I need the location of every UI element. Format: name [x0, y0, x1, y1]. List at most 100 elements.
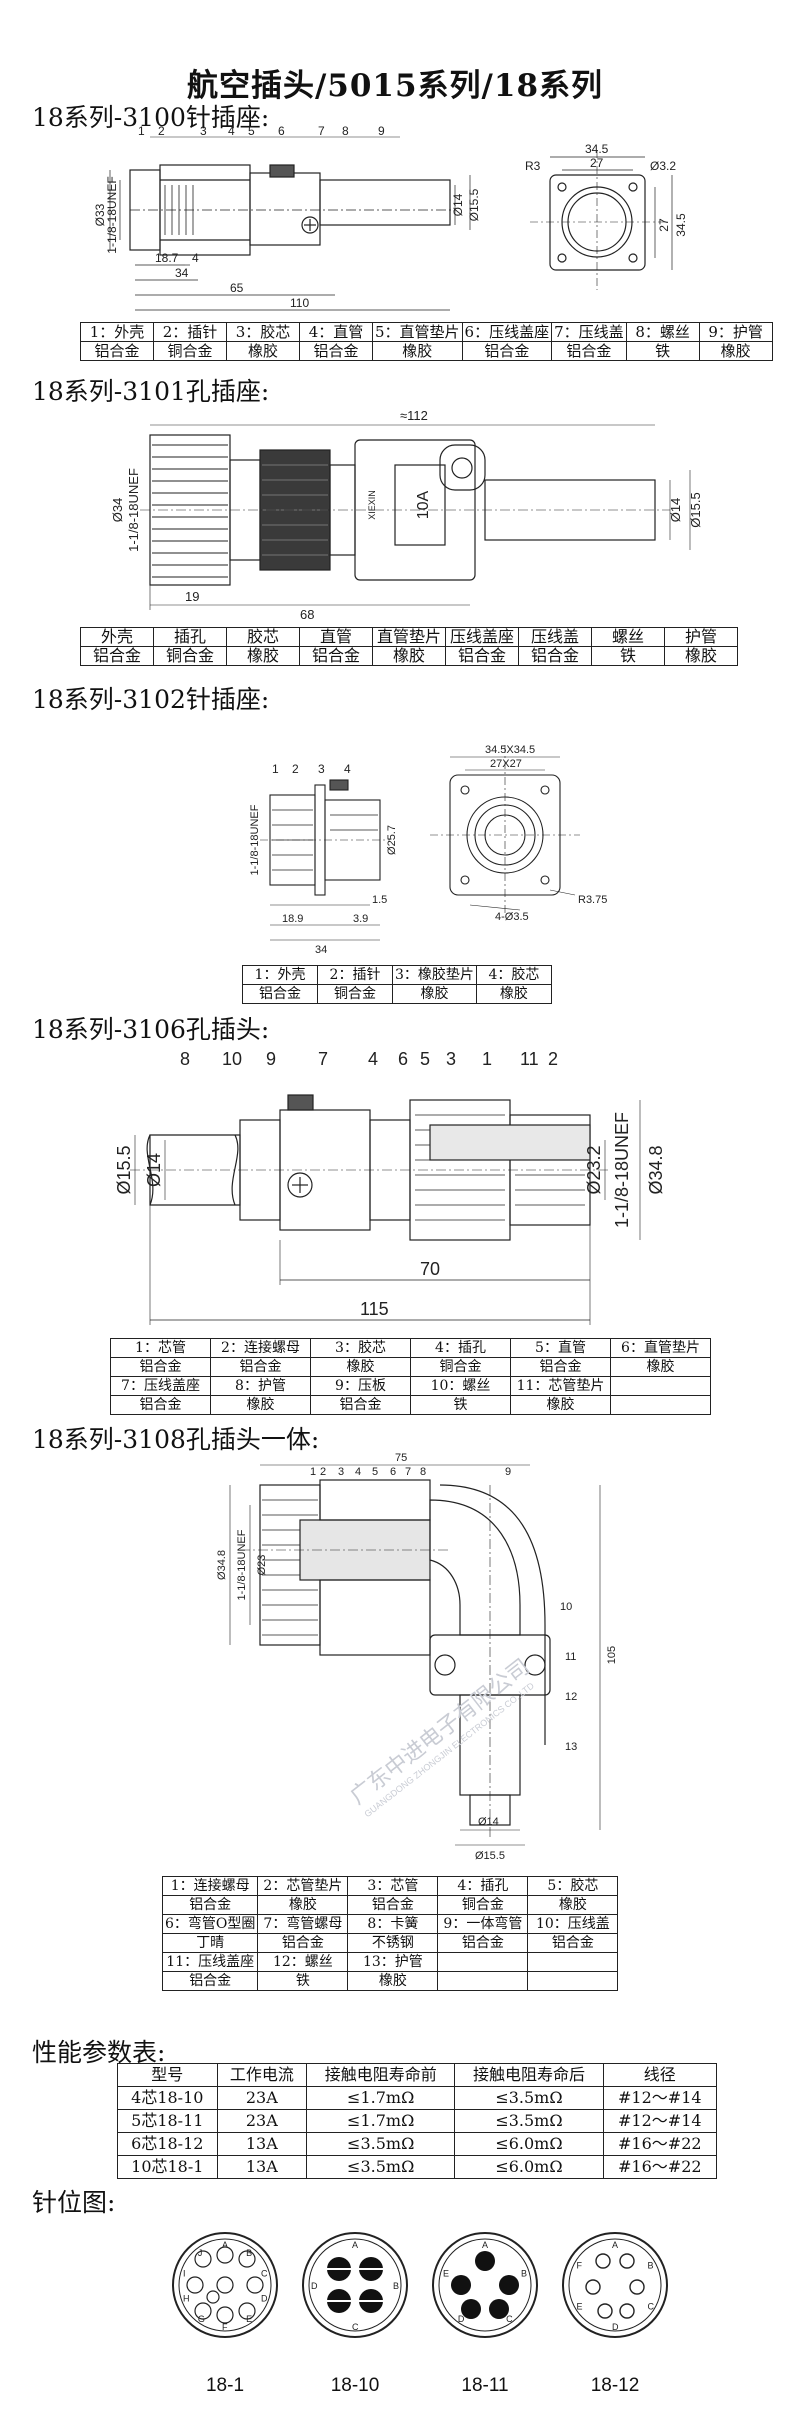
part-callout-4: 4 [355, 1466, 361, 1478]
table-cell: ≤3.5mΩ [306, 2132, 456, 2156]
material-cell: 4：插孔 [410, 1338, 511, 1358]
material-cell: 直管垫片 [372, 627, 446, 647]
dim-d34-8: Ø34.8 [216, 1550, 228, 1580]
part-callout-9: 9 [505, 1466, 511, 1478]
table-cell: #16～#22 [602, 2132, 718, 2156]
material-cell: 9：压板 [310, 1376, 411, 1396]
dim-d33: Ø33 [93, 203, 107, 226]
table-row: 铝合金橡胶铝合金铁橡胶 [110, 1395, 711, 1415]
part-callout-2: 2 [548, 1049, 558, 1069]
part-callout-11: 11 [565, 1651, 576, 1663]
dim-d34-8: Ø34.8 [646, 1145, 666, 1194]
material-table-3101: 外壳插孔胶芯直管直管垫片压线盖座压线盖螺丝护管铝合金铜合金橡胶铝合金橡胶铝合金铝… [80, 627, 738, 666]
material-cell: 铝合金 [257, 1933, 349, 1953]
column-header: 接触电阻寿命前 [306, 2063, 456, 2087]
pin-letter: A [482, 2240, 488, 2250]
material-cell: 8：螺丝 [625, 322, 700, 342]
drawing-3102: 34.5X34.5 27X27 1-1/8-18UNEF Ø25.7 1.5 1… [0, 715, 790, 955]
material-cell: 8：护管 [210, 1376, 311, 1396]
table-cell: 6芯18-12 [117, 2132, 218, 2156]
dim-d14: Ø14 [478, 1816, 499, 1828]
material-cell: 1：芯管 [110, 1338, 211, 1358]
table-cell: 13A [216, 2132, 308, 2156]
dim-34: 34 [175, 266, 189, 280]
dim-d23: Ø23 [256, 1555, 268, 1576]
table-cell: ≤6.0mΩ [454, 2132, 604, 2156]
part-callout-3: 3 [318, 762, 325, 776]
section-title-3108: 18系列-3108孔插头一体: [32, 1425, 320, 1454]
part-callout-4: 4 [368, 1049, 378, 1069]
material-cell: 2：芯管垫片 [257, 1876, 349, 1896]
part-callout-10: 10 [222, 1049, 242, 1069]
dim-d14: Ø14 [668, 498, 683, 523]
material-cell: 铝合金 [299, 341, 373, 361]
pin-letter: D [261, 2294, 268, 2304]
table-cell: 5芯18-11 [117, 2109, 218, 2133]
dim-d155: Ø15.5 [467, 188, 481, 221]
part-callout-12: 12 [565, 1691, 577, 1703]
brand-mark: XIEXIN [367, 490, 377, 520]
material-cell: 铁 [591, 646, 665, 666]
material-cell: 2：插针 [317, 965, 393, 985]
material-cell: 铝合金 [80, 646, 154, 666]
material-cell: 铜合金 [153, 646, 227, 666]
dim-18-9: 18.9 [282, 913, 303, 925]
material-cell: 铝合金 [510, 1357, 611, 1377]
pin-letter: G [198, 2314, 205, 2324]
drawing-3101: ≈112 Ø34 1-1/8-18UNEF 19 68 Ø14 Ø15.5 10… [0, 405, 790, 620]
material-cell: 12：螺丝 [257, 1952, 349, 1972]
table-cell: ≤3.5mΩ [454, 2086, 604, 2110]
material-cell: 9：一体弯管 [437, 1914, 529, 1934]
material-cell: 橡胶 [698, 341, 773, 361]
material-cell: 5：胶芯 [527, 1876, 619, 1896]
material-cell: 13：护管 [347, 1952, 439, 1972]
pin-letter: E [443, 2268, 449, 2278]
table-cell: 23A [216, 2086, 308, 2110]
material-cell: 铝合金 [445, 646, 519, 666]
material-cell: 铝合金 [110, 1395, 211, 1415]
part-callout-1: 1 [138, 125, 145, 138]
table-row: 铝合金铁橡胶 [161, 1971, 619, 1991]
dim-34-5: 34.5 [585, 142, 609, 156]
pin-letter: E [576, 2302, 582, 2312]
table-row: 外壳插孔胶芯直管直管垫片压线盖座压线盖螺丝护管 [80, 627, 738, 647]
part-callout-8: 8 [420, 1466, 426, 1478]
material-cell: 3：胶芯 [226, 322, 300, 342]
material-cell: 6：弯管O型圈 [161, 1914, 259, 1934]
part-callout-8: 8 [342, 125, 349, 138]
material-cell: 7：压线盖座 [110, 1376, 211, 1396]
pin-label-18-1: 18-1 [205, 2375, 245, 2396]
table-cell: 13A [216, 2155, 308, 2179]
material-cell: 压线盖 [518, 627, 592, 647]
material-cell: 2：插针 [153, 322, 227, 342]
material-cell [437, 1971, 529, 1991]
material-cell: 丁晴 [161, 1933, 259, 1953]
dim-d14: Ø14 [451, 193, 465, 216]
dim-110: 110 [290, 296, 309, 310]
material-cell: 铝合金 [527, 1933, 619, 1953]
dim-70: 70 [420, 1259, 440, 1279]
pin-letter: C [352, 2322, 359, 2332]
material-cell: 铁 [410, 1395, 511, 1415]
table-cell: #12～#14 [602, 2109, 718, 2133]
material-cell: 铝合金 [299, 646, 373, 666]
material-cell: 铝合金 [310, 1395, 411, 1415]
dim-h27: 27 [657, 218, 671, 232]
dim-d15-5: Ø15.5 [475, 1850, 505, 1862]
material-cell: 4：胶芯 [475, 965, 552, 985]
material-cell: 10：螺丝 [410, 1376, 511, 1396]
pin-letter: C [648, 2302, 655, 2312]
dim-h34-5: 34.5 [674, 213, 688, 237]
table-cell: 4芯18-10 [117, 2086, 218, 2110]
material-cell: 橡胶 [392, 984, 477, 1004]
material-cell: 6：压线盖座 [461, 322, 553, 342]
material-cell: 3：胶芯 [310, 1338, 411, 1358]
dim-115: 115 [360, 1299, 389, 1319]
material-cell [610, 1395, 711, 1415]
part-callout-5: 5 [248, 125, 255, 138]
